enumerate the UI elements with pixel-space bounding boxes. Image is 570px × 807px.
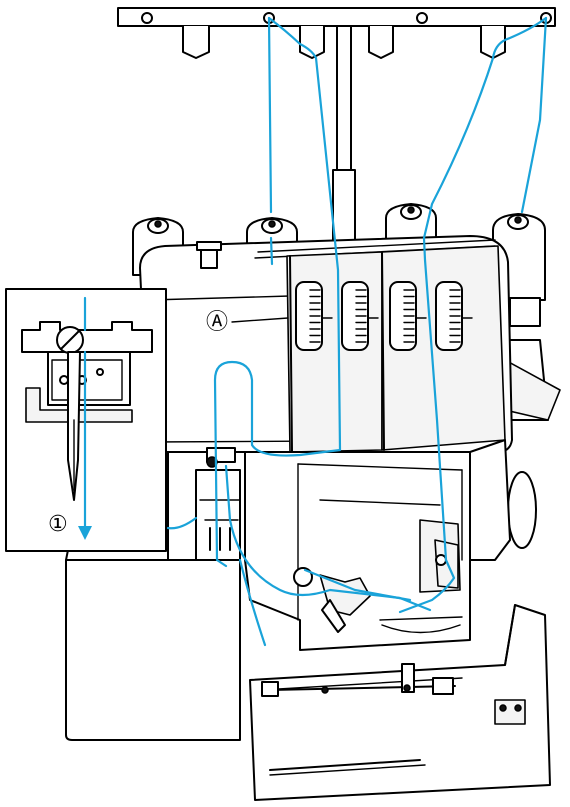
handwheel: [508, 472, 536, 548]
label-a: Ⓐ: [206, 309, 228, 334]
left-base: [66, 560, 240, 740]
thread-guide-bar: [118, 8, 555, 26]
label-1: ①: [48, 511, 68, 536]
spool-hook-3: [369, 26, 393, 58]
stand-rod-base: [333, 170, 355, 245]
thread-stand: [118, 8, 555, 245]
spool-hook-1: [183, 26, 209, 58]
presser-foot-holder: [196, 470, 240, 560]
cover-latch: [495, 700, 525, 724]
thread-4: [522, 18, 546, 212]
thread-6: [168, 518, 196, 528]
stand-rod: [337, 18, 351, 178]
